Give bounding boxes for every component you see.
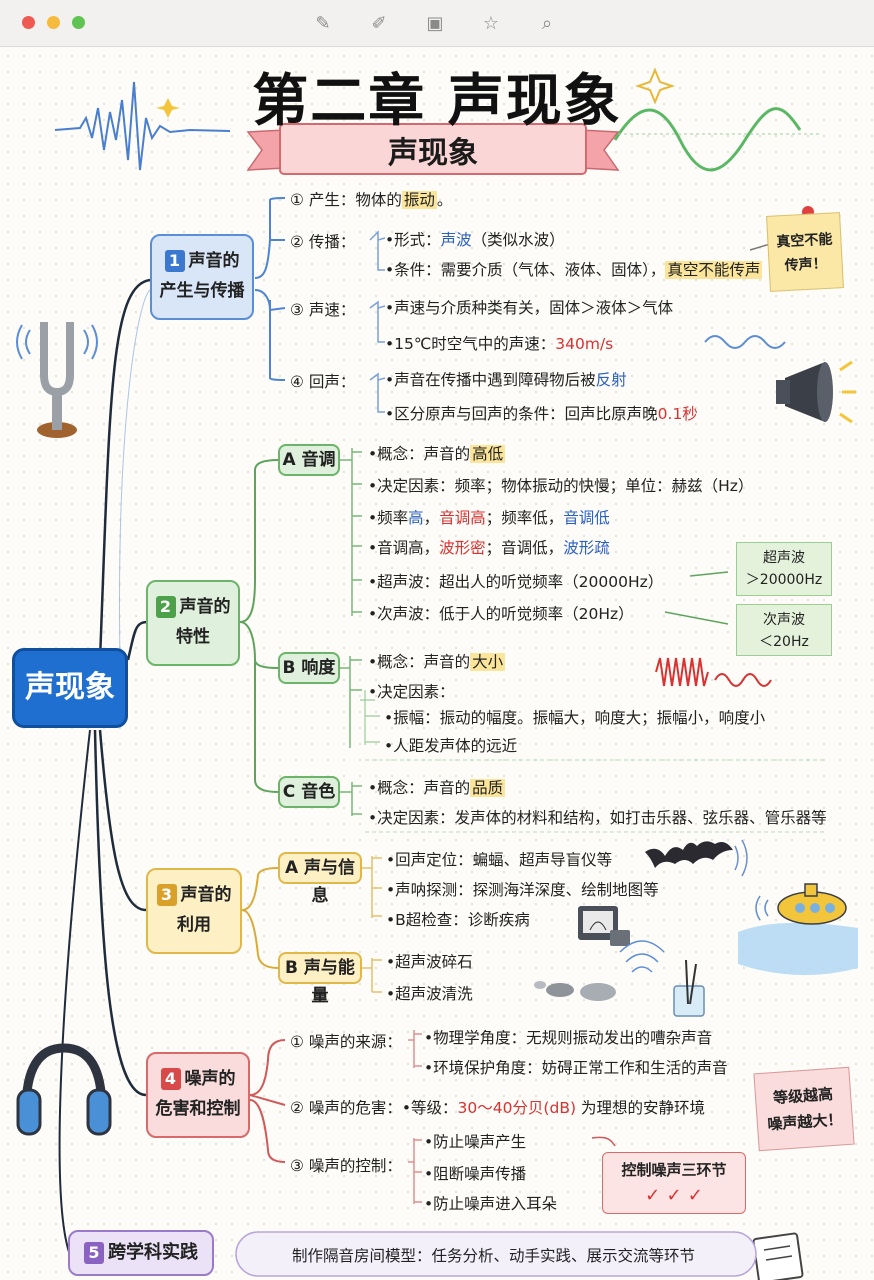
speed-medium: •声速与介质种类有关，固体＞液体＞气体 [385, 299, 674, 317]
cleaning-cup-icon [673, 959, 705, 1017]
sound-wave-left-decoration [54, 81, 231, 171]
loudness-concept: •概念：声音的大小 [368, 653, 506, 671]
three-links-note: 控制噪声三环节✓ ✓ ✓ [602, 1152, 746, 1214]
loudness-node[interactable]: B 响度 [278, 652, 340, 684]
noise-control-source: •防止噪声产生 [424, 1133, 527, 1151]
ultrasonic-cleaning-text: •超声波清洗 [386, 985, 473, 1003]
pitch-factor: •决定因素：频率；物体振动的快慢；单位：赫兹（Hz） [368, 477, 754, 495]
megaphone-icon [776, 360, 856, 424]
pitch-concept: •概念：声音的高低 [368, 445, 506, 463]
speed-label: ③ 声速： [290, 301, 356, 319]
noise-source-environment: •环境保护角度：妨碍正常工作和生活的声音 [424, 1059, 728, 1077]
loudness-factor: •决定因素： [368, 683, 455, 701]
sparkle-icon [156, 98, 180, 118]
zoom-window-button[interactable] [72, 16, 85, 29]
pitch-node[interactable]: A 音调 [278, 444, 340, 476]
noise-control-ear: •防止噪声进入耳朵 [424, 1195, 558, 1213]
headphones-icon [16, 1043, 112, 1136]
infrasonic-text: •次声波：低于人的听觉频率（20Hz） [368, 605, 634, 623]
loud-wave-icon [655, 657, 709, 687]
noise-control-path: •阻断噪声传播 [424, 1165, 527, 1183]
practice-text: 制作隔音房间模型：任务分析、动手实践、展示交流等环节 [292, 1247, 696, 1265]
minimize-window-button[interactable] [47, 16, 60, 29]
branch-number: 5 [84, 1242, 104, 1264]
clipboard-icon [752, 1232, 804, 1280]
ultrasonic-note: 超声波＞20000Hz [736, 542, 832, 596]
propagation-label: ② 传播： [290, 233, 356, 251]
pitch-waveform: •音调高，波形密；音调低，波形疏 [368, 539, 610, 557]
sine-wave-decoration [613, 107, 802, 172]
loudness-distance: •人距发声体的远近 [384, 737, 518, 755]
submarine-icon [738, 883, 858, 976]
pitch-frequency: •频率高，音调高；频率低，音调低 [368, 509, 610, 527]
kidney-stones-icon [534, 940, 665, 1001]
image-icon[interactable]: ▣ [426, 13, 444, 34]
soft-wave-icon [714, 673, 772, 687]
echo-reflect: •声音在传播中遇到障碍物后被反射 [385, 371, 627, 389]
noise-source-label: ① 噪声的来源： [290, 1033, 402, 1051]
branch-number: 3 [156, 884, 177, 906]
ribbon-banner [279, 123, 587, 175]
sparkle-icon [634, 67, 676, 105]
noise-source-physics: •物理学角度：无规则振动发出的嘈杂声音 [424, 1029, 713, 1047]
infrasonic-note: 次声波＜20Hz [736, 604, 832, 656]
b-ultrasound-text: •B超检查：诊断疾病 [386, 911, 530, 929]
timbre-factor: •决定因素：发声体的材料和结构，如打击乐器、弦乐器、管乐器等 [368, 809, 827, 827]
origin-text: ① 产生：物体的振动。 [290, 191, 453, 209]
echo-condition: •区分原声与回声的条件：回声比原声晚0.1秒 [385, 405, 698, 423]
propagation-form: •形式：声波（类似水波） [385, 231, 565, 249]
noise-harm-text: ② 噪声的危害：•等级：30～40分贝(dB) 为理想的安静环境 [290, 1099, 705, 1117]
branch-number: 1 [164, 250, 185, 272]
noise-control-label: ③ 噪声的控制： [290, 1157, 402, 1175]
window-titlebar: ✎ ✐ ▣ ☆ ⌕ [0, 0, 874, 47]
search-icon[interactable]: ⌕ [541, 13, 553, 34]
loudness-amplitude: •振幅：振动的幅度。振幅大，响度大；振幅小，响度小 [384, 709, 766, 727]
ribbon-title: 声现象 [388, 136, 478, 171]
echo-label: ④ 回声： [290, 373, 356, 391]
pen-icon[interactable]: ✎ [315, 13, 331, 34]
root-node[interactable]: 声现象 [12, 648, 128, 728]
sonar-text: •声呐探测：探测海洋深度、绘制地图等 [386, 881, 659, 899]
ultrasonic-text: •超声波：超出人的听觉频率（20000Hz） [368, 573, 664, 591]
timbre-node[interactable]: C 音色 [278, 776, 340, 808]
speed-air: •15℃时空气中的声速：340m/s [385, 335, 614, 353]
propagation-condition: •条件：需要介质（气体、液体、固体），真空不能传声 [385, 261, 763, 279]
sound-energy-node[interactable]: B 声与能量 [278, 952, 362, 1006]
bat-icon [645, 839, 748, 877]
lithotripsy-text: •超声波碎石 [386, 953, 473, 971]
branch-number: 2 [155, 596, 176, 618]
ultrasound-machine-icon [578, 906, 630, 946]
vacuum-sticky-note: 真空不能传声！ [766, 212, 844, 292]
branch-number: 4 [160, 1068, 181, 1090]
timbre-concept: •概念：声音的品质 [368, 779, 506, 797]
echolocation-text: •回声定位：蝙蝠、超声导盲仪等 [386, 851, 613, 869]
highlighter-icon[interactable]: ✐ [371, 13, 387, 34]
page-title: 第二章 声现象 [252, 68, 622, 134]
check-icons: ✓ ✓ ✓ [645, 1185, 703, 1206]
tuning-fork-icon [16, 322, 98, 438]
star-icon[interactable]: ☆ [482, 13, 500, 34]
close-window-button[interactable] [22, 16, 35, 29]
noise-level-sticky-note: 等级越高噪声越大！ [753, 1066, 855, 1152]
sound-wave-icon [704, 335, 786, 349]
sound-information-node[interactable]: A 声与信息 [278, 852, 362, 906]
